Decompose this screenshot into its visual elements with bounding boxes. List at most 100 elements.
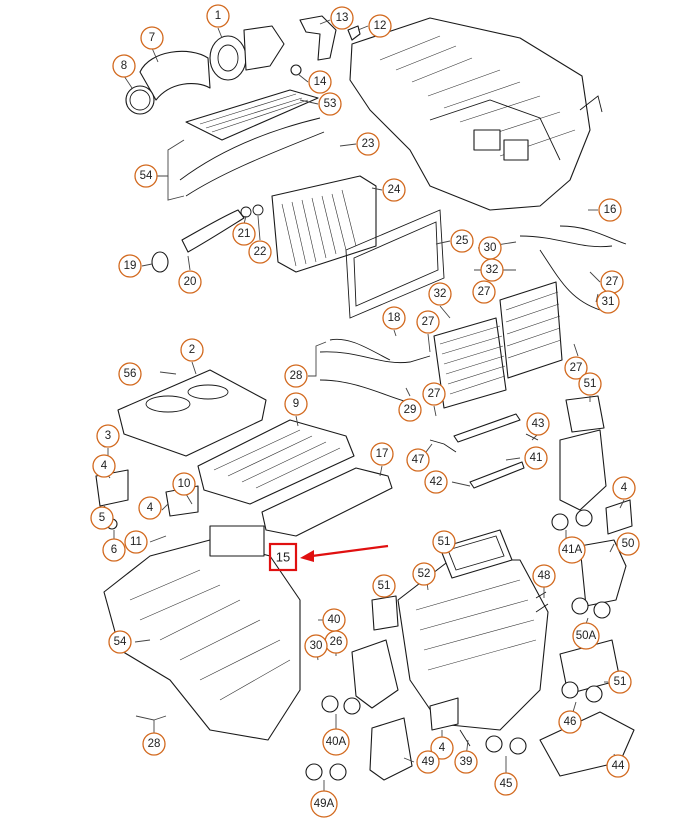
svg-text:48: 48 bbox=[538, 570, 551, 582]
callout-51-d[interactable]: 51 bbox=[608, 670, 632, 694]
svg-text:8: 8 bbox=[121, 60, 127, 72]
callout-7[interactable]: 7 bbox=[140, 26, 164, 50]
callout-19[interactable]: 19 bbox=[118, 254, 142, 278]
callout-4-left[interactable]: 4 bbox=[92, 454, 116, 478]
svg-text:4: 4 bbox=[147, 502, 154, 514]
callout-43[interactable]: 43 bbox=[526, 412, 550, 436]
callout-12[interactable]: 12 bbox=[368, 14, 392, 38]
callout-4-right[interactable]: 4 bbox=[612, 476, 636, 500]
callout-51-c[interactable]: 51 bbox=[372, 574, 396, 598]
svg-text:2: 2 bbox=[189, 344, 195, 356]
callout-22[interactable]: 22 bbox=[248, 240, 272, 264]
svg-text:50: 50 bbox=[622, 538, 635, 550]
callout-30-bottom[interactable]: 30 bbox=[304, 634, 328, 658]
callout-17[interactable]: 17 bbox=[370, 442, 394, 466]
callout-51-b[interactable]: 51 bbox=[432, 530, 456, 554]
callout-50[interactable]: 50 bbox=[616, 532, 640, 556]
callout-27-c[interactable]: 27 bbox=[416, 310, 440, 334]
callout-42[interactable]: 42 bbox=[424, 470, 448, 494]
callout-49A[interactable]: 49A bbox=[310, 790, 338, 818]
callout-14[interactable]: 14 bbox=[308, 70, 332, 94]
callout-46[interactable]: 46 bbox=[558, 710, 582, 734]
svg-text:51: 51 bbox=[378, 580, 391, 592]
callout-18[interactable]: 18 bbox=[382, 306, 406, 330]
svg-text:30: 30 bbox=[484, 242, 497, 254]
callout-31[interactable]: 31 bbox=[596, 290, 620, 314]
svg-text:13: 13 bbox=[336, 12, 349, 24]
callout-50A[interactable]: 50A bbox=[572, 622, 600, 650]
callout-32-mid[interactable]: 32 bbox=[428, 282, 452, 306]
callout-52[interactable]: 52 bbox=[412, 562, 436, 586]
svg-text:31: 31 bbox=[602, 296, 615, 308]
svg-text:6: 6 bbox=[111, 544, 117, 556]
svg-text:53: 53 bbox=[324, 98, 337, 110]
callout-4-mid[interactable]: 4 bbox=[138, 496, 162, 520]
callout-26[interactable]: 26 bbox=[324, 630, 348, 654]
svg-text:11: 11 bbox=[130, 536, 142, 548]
callout-25[interactable]: 25 bbox=[450, 229, 474, 253]
callout-47[interactable]: 47 bbox=[406, 448, 430, 472]
callout-5[interactable]: 5 bbox=[90, 506, 114, 530]
callout-6[interactable]: 6 bbox=[102, 538, 126, 562]
callout-56[interactable]: 56 bbox=[118, 362, 142, 386]
callout-54-top[interactable]: 54 bbox=[134, 164, 158, 188]
svg-text:14: 14 bbox=[314, 76, 327, 88]
callout-24[interactable]: 24 bbox=[382, 178, 406, 202]
svg-text:27: 27 bbox=[422, 316, 435, 328]
svg-text:26: 26 bbox=[330, 636, 343, 648]
svg-text:51: 51 bbox=[584, 378, 597, 390]
callout-20[interactable]: 20 bbox=[178, 270, 202, 294]
callout-32-top[interactable]: 32 bbox=[480, 258, 504, 282]
svg-text:41A: 41A bbox=[562, 544, 583, 556]
svg-text:27: 27 bbox=[428, 388, 441, 400]
callout-51-a[interactable]: 51 bbox=[578, 372, 602, 396]
callout-39[interactable]: 39 bbox=[454, 750, 478, 774]
callout-48[interactable]: 48 bbox=[532, 564, 556, 588]
callout-23[interactable]: 23 bbox=[356, 132, 380, 156]
callout-44[interactable]: 44 bbox=[606, 754, 630, 778]
highlight-15[interactable]: 15 bbox=[268, 542, 389, 572]
callout-45[interactable]: 45 bbox=[494, 772, 518, 796]
callout-9[interactable]: 9 bbox=[284, 392, 308, 416]
svg-text:42: 42 bbox=[430, 476, 443, 488]
callout-21[interactable]: 21 bbox=[232, 222, 256, 246]
callout-1[interactable]: 1 bbox=[206, 4, 230, 28]
callout-3[interactable]: 3 bbox=[96, 424, 120, 448]
callout-27-a[interactable]: 27 bbox=[472, 280, 496, 304]
bracket bbox=[299, 15, 337, 61]
callout-16[interactable]: 16 bbox=[598, 198, 622, 222]
callout-13[interactable]: 13 bbox=[330, 6, 354, 30]
svg-text:54: 54 bbox=[140, 170, 153, 182]
callout-4-bottom[interactable]: 4 bbox=[430, 736, 454, 760]
callout-8[interactable]: 8 bbox=[112, 54, 136, 78]
highlight-label: 15 bbox=[276, 550, 290, 565]
callout-28-bottom[interactable]: 28 bbox=[142, 732, 166, 756]
svg-text:27: 27 bbox=[570, 362, 583, 374]
callout-54-bottom[interactable]: 54 bbox=[108, 630, 132, 654]
callout-29[interactable]: 29 bbox=[398, 398, 422, 422]
callout-49[interactable]: 49 bbox=[416, 750, 440, 774]
highlight-box[interactable] bbox=[268, 542, 298, 572]
seal-frame-51 bbox=[439, 529, 513, 579]
svg-text:1: 1 bbox=[215, 10, 221, 22]
highlight-arrowhead bbox=[300, 550, 314, 562]
air-distribution-housing bbox=[117, 369, 267, 457]
callout-28-mid[interactable]: 28 bbox=[284, 364, 308, 388]
callout-41[interactable]: 41 bbox=[524, 446, 548, 470]
callout-40A[interactable]: 40A bbox=[322, 728, 350, 756]
callout-30-top[interactable]: 30 bbox=[478, 236, 502, 260]
callout-41A[interactable]: 41A bbox=[558, 536, 586, 564]
svg-text:16: 16 bbox=[604, 204, 617, 216]
flap-housing-40 bbox=[351, 639, 399, 709]
callout-53[interactable]: 53 bbox=[318, 92, 342, 116]
callout-27-d[interactable]: 27 bbox=[564, 356, 588, 380]
callout-27-e[interactable]: 27 bbox=[422, 382, 446, 406]
callout-40[interactable]: 40 bbox=[322, 608, 346, 632]
callout-10[interactable]: 10 bbox=[172, 472, 196, 496]
servo-housing-50 bbox=[579, 539, 627, 607]
callout-27-b[interactable]: 27 bbox=[600, 270, 624, 294]
svg-text:51: 51 bbox=[438, 536, 451, 548]
callout-11[interactable]: 11 bbox=[124, 530, 148, 554]
callout-2[interactable]: 2 bbox=[180, 338, 204, 362]
